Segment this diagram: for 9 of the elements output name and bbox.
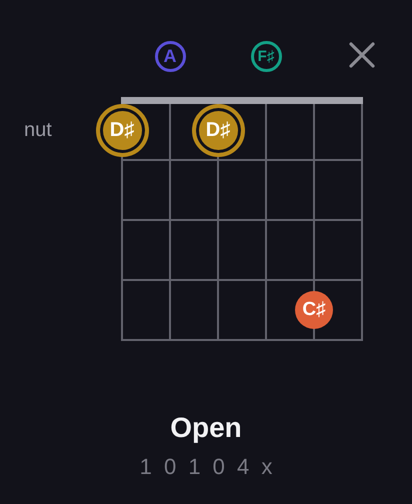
chord-name: Open <box>170 411 242 445</box>
nut-label: nut <box>24 118 52 142</box>
cross-icon <box>349 42 375 68</box>
root-finger-dot: D♯ <box>192 104 244 156</box>
root-finger-dot: D♯ <box>96 104 148 156</box>
open-string-marker: A <box>154 40 186 72</box>
finger-dot: C♯ <box>295 291 333 329</box>
open-string-marker: F♯ <box>250 40 282 72</box>
fingering-text: 1 0 1 0 4 x <box>140 454 276 480</box>
